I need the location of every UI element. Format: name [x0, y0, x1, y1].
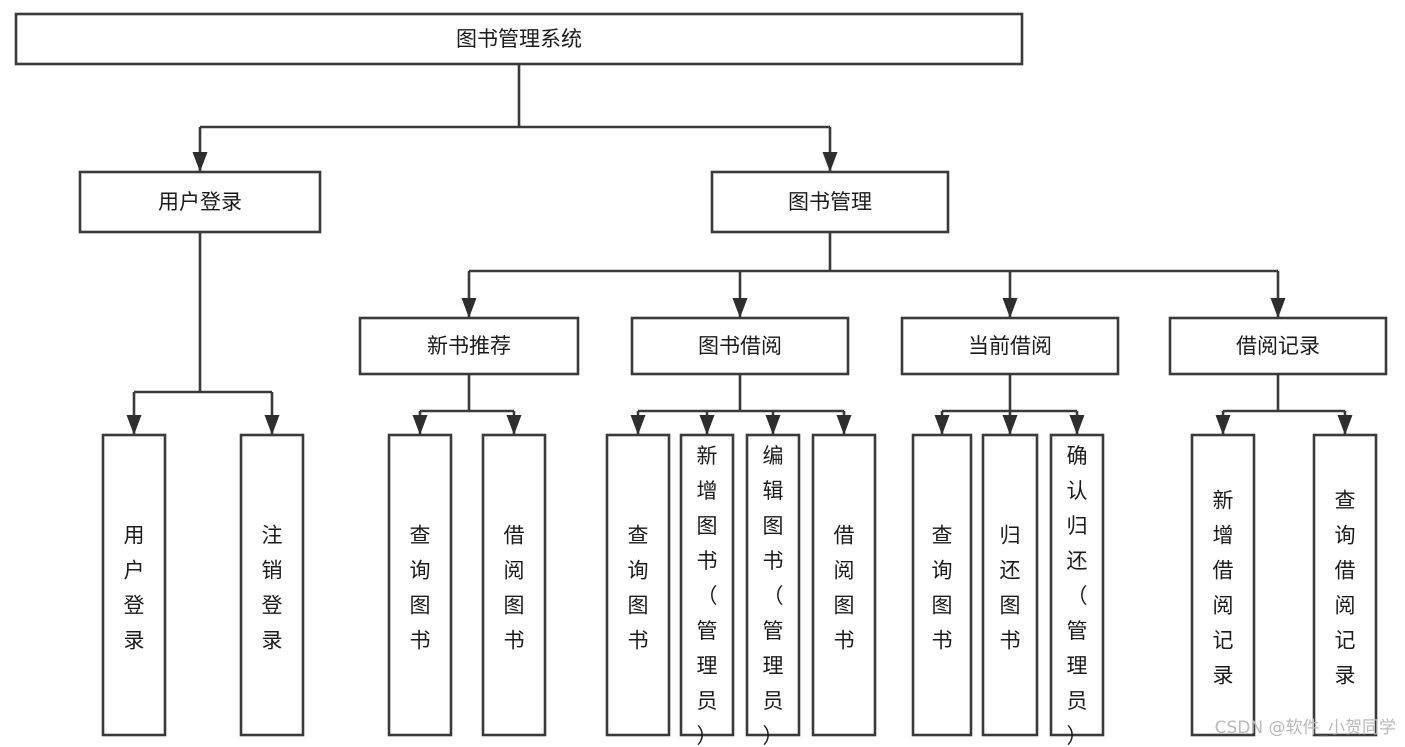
node-layer: 图书管理系统用户登录图书管理新书推荐图书借阅当前借阅借阅记录用户登录注销登录查询… [14, 12, 1388, 747]
node-label: 新增借阅记录 [1213, 488, 1234, 687]
node-leaf-add-book[interactable]: 新增图书（管理员） [679, 433, 735, 747]
node-label: 图书管理系统 [456, 27, 582, 51]
node-new-book-rec[interactable]: 新书推荐 [358, 316, 580, 376]
node-label: 查询图书 [932, 523, 953, 652]
connector-book-manage-bus [461, 232, 1286, 318]
node-label: 借阅图书 [834, 523, 855, 652]
arrow-head-icon [699, 415, 715, 435]
connector-new-book-rec-bus [412, 374, 522, 435]
node-leaf-query-book-1[interactable]: 查询图书 [387, 433, 453, 737]
node-leaf-return-book[interactable]: 归还图书 [981, 433, 1039, 737]
csdn-watermark: CSDN @软件_小贺同学 [1215, 718, 1396, 738]
node-label: 借阅记录 [1236, 334, 1320, 358]
connector-borrow-record-bus [1215, 374, 1353, 435]
node-label: 当前借阅 [968, 334, 1052, 358]
node-label: 用户登录 [158, 190, 242, 214]
connector-book-borrow-bus [630, 374, 852, 435]
node-label: 归还图书 [1000, 523, 1021, 652]
node-label: 用户登录 [124, 523, 145, 652]
node-leaf-query-book-3[interactable]: 查询图书 [911, 433, 973, 737]
arrow-head-icon [934, 415, 950, 435]
arrow-head-icon [1337, 415, 1353, 435]
node-leaf-borrow-book-2[interactable]: 借阅图书 [811, 433, 877, 737]
arrow-head-icon [822, 152, 838, 172]
arrow-head-icon [264, 415, 280, 435]
node-leaf-query-book-2[interactable]: 查询图书 [605, 433, 671, 737]
node-leaf-borrow-book-1[interactable]: 借阅图书 [481, 433, 547, 737]
node-label: 图书管理 [788, 190, 872, 214]
arrow-head-icon [1002, 415, 1018, 435]
arrow-head-icon [1002, 298, 1018, 318]
arrow-head-icon [630, 415, 646, 435]
node-leaf-add-record[interactable]: 新增借阅记录 [1190, 433, 1256, 737]
node-label: 查询借阅记录 [1335, 488, 1356, 687]
node-label: 图书借阅 [698, 334, 782, 358]
connector-layer [126, 64, 1353, 435]
node-label: 查询图书 [410, 523, 431, 652]
node-label: 新书推荐 [427, 334, 511, 358]
arrow-head-icon [1069, 415, 1085, 435]
node-leaf-user-logout[interactable]: 注销登录 [239, 433, 305, 737]
arrow-head-icon [1270, 298, 1286, 318]
node-label: 新增图书（管理员） [697, 444, 718, 747]
arrow-head-icon [732, 298, 748, 318]
arrow-head-icon [506, 415, 522, 435]
node-leaf-query-record[interactable]: 查询借阅记录 [1312, 433, 1378, 737]
arrow-head-icon [192, 152, 208, 172]
node-label: 借阅图书 [504, 523, 525, 652]
node-root[interactable]: 图书管理系统 [14, 12, 1024, 66]
connector-root-bus [192, 64, 838, 172]
arrow-head-icon [461, 298, 477, 318]
node-label: 编辑图书（管理员） [763, 444, 784, 747]
node-leaf-user-login[interactable]: 用户登录 [101, 433, 167, 737]
node-current-borrow[interactable]: 当前借阅 [900, 316, 1120, 376]
node-book-manage[interactable]: 图书管理 [710, 170, 950, 234]
connector-current-borrow-bus [934, 374, 1085, 435]
arrow-head-icon [126, 415, 142, 435]
arrow-head-icon [412, 415, 428, 435]
node-label: 注销登录 [262, 523, 283, 652]
node-user-login[interactable]: 用户登录 [78, 170, 322, 234]
node-borrow-record[interactable]: 借阅记录 [1168, 316, 1388, 376]
arrow-head-icon [1215, 415, 1231, 435]
node-label: 确认归还（管理员） [1067, 444, 1088, 747]
node-label: 查询图书 [628, 523, 649, 652]
node-leaf-edit-book[interactable]: 编辑图书（管理员） [745, 433, 801, 747]
node-book-borrow[interactable]: 图书借阅 [630, 316, 850, 376]
connector-user-login-bus [126, 232, 280, 435]
arrow-head-icon [765, 415, 781, 435]
arrow-head-icon [836, 415, 852, 435]
node-leaf-confirm-return[interactable]: 确认归还（管理员） [1049, 433, 1105, 747]
